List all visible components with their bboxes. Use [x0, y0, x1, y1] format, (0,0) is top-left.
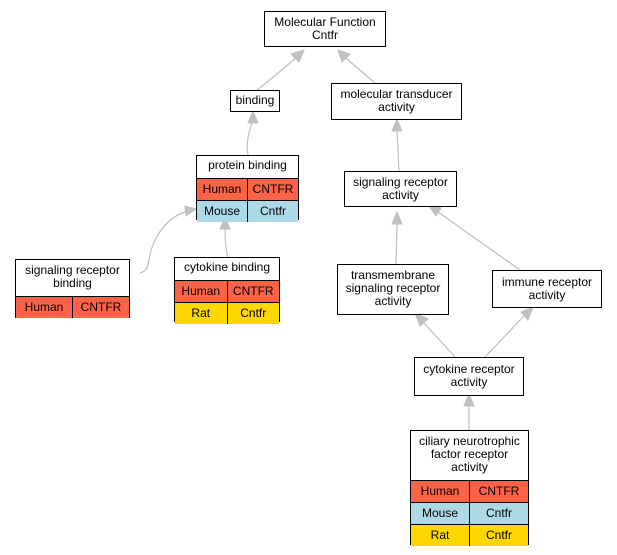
node-label: Molecular Function: [274, 15, 376, 29]
node-label: signaling receptor: [353, 175, 448, 189]
arrowhead-cytorec-transmem: [414, 312, 429, 327]
node-label: binding: [53, 276, 92, 290]
edge-protein-binding: [246, 120, 254, 156]
node-signaling-receptor-binding[interactable]: signaling receptor binding Human CNTFR: [15, 259, 130, 318]
arrowhead-cytobind-protein: [219, 215, 231, 230]
edge-cytorec-immune: [484, 315, 525, 358]
species-row: Human CNTFR: [411, 480, 528, 502]
species-cell: Human: [411, 481, 469, 502]
arrowhead-cytorec-immune: [520, 306, 534, 321]
species-row: Rat Cntfr: [411, 524, 528, 546]
arrowhead-sigrecbind-protein: [184, 205, 198, 217]
edge-sigrec-transducer: [396, 130, 400, 172]
node-label: transmembrane: [350, 268, 436, 282]
node-molecular-transducer-activity[interactable]: molecular transducer activity: [331, 83, 462, 120]
node-label: factor receptor: [430, 447, 509, 461]
edge-sigrecbind-protein: [139, 210, 188, 274]
species-cell: Rat: [411, 525, 469, 546]
arrowhead-transducer-root: [337, 49, 351, 63]
species-cell: Mouse: [197, 201, 247, 222]
species-cell: Human: [16, 297, 72, 318]
node-binding[interactable]: binding: [230, 90, 280, 112]
arrowhead-sigrec-transducer: [391, 117, 403, 132]
edge-cytobind-protein: [224, 228, 229, 259]
node-label: activity: [374, 294, 412, 308]
node-label: signaling receptor: [25, 263, 120, 277]
gene-cell: CNTFR: [469, 481, 528, 502]
node-cytokine-receptor-activity[interactable]: cytokine receptor activity: [414, 357, 524, 396]
arrowhead-protein-binding: [247, 109, 259, 124]
gene-cell: Cntfr: [469, 525, 528, 546]
node-label: binding: [235, 93, 275, 107]
node-molecular-function[interactable]: Molecular Function Cntfr: [264, 11, 386, 47]
node-ciliary-neurotrophic-factor-receptor-activity[interactable]: ciliary neurotrophic factor receptor act…: [410, 430, 529, 546]
edge-cytorec-transmem: [423, 322, 456, 358]
edge-immune-sigrec: [437, 211, 521, 271]
node-label: activity: [378, 100, 415, 114]
node-cytokine-binding[interactable]: cytokine binding Human CNTFR Rat Cntfr: [174, 257, 280, 324]
node-label: activity: [450, 375, 488, 389]
node-label: activity: [382, 188, 419, 202]
gene-cell: Cntfr: [469, 503, 528, 524]
node-transmembrane-signaling-receptor-activity[interactable]: transmembrane signaling receptor activit…: [337, 264, 449, 315]
gene-cell: Cntfr: [247, 201, 298, 222]
species-cell: Mouse: [411, 503, 469, 524]
node-label: activity: [451, 460, 488, 474]
species-row: Human CNTFR: [197, 178, 298, 200]
node-protein-binding[interactable]: protein binding Human CNTFR Mouse Cntfr: [196, 155, 299, 222]
edge-transducer-root: [345, 57, 376, 84]
node-label: Cntfr: [311, 28, 338, 42]
species-row: Mouse Cntfr: [411, 502, 528, 524]
node-label: cytokine receptor: [423, 362, 515, 376]
species-cell: Human: [175, 281, 227, 302]
node-label: immune receptor: [501, 275, 593, 289]
gene-cell: Cntfr: [226, 303, 279, 324]
node-label: ciliary neurotrophic: [419, 434, 520, 448]
node-label: signaling receptor: [345, 281, 441, 295]
species-row: Human CNTFR: [175, 280, 279, 302]
node-immune-receptor-activity[interactable]: immune receptor activity: [492, 270, 602, 308]
node-signaling-receptor-activity[interactable]: signaling receptor activity: [344, 171, 457, 207]
species-row: Human CNTFR: [16, 296, 129, 318]
node-label: molecular transducer: [340, 87, 453, 101]
arrowhead-binding-root: [290, 49, 305, 63]
node-label: protein binding: [208, 158, 287, 172]
edge-transmem-sigrec: [395, 223, 398, 265]
gene-cell: CNTFR: [72, 297, 129, 318]
species-cell: Rat: [175, 303, 227, 324]
arrowhead-ciliary-cytorec: [463, 392, 475, 407]
node-label: activity: [528, 288, 566, 302]
arrowhead-transmem-sigrec: [391, 210, 403, 225]
edge-binding-root: [254, 57, 297, 93]
gene-cell: CNTFR: [247, 179, 298, 200]
species-row: Rat Cntfr: [175, 302, 279, 324]
gene-cell: CNTFR: [226, 281, 279, 302]
species-row: Mouse Cntfr: [197, 200, 298, 222]
node-label: cytokine binding: [183, 260, 271, 274]
species-cell: Human: [197, 179, 247, 200]
